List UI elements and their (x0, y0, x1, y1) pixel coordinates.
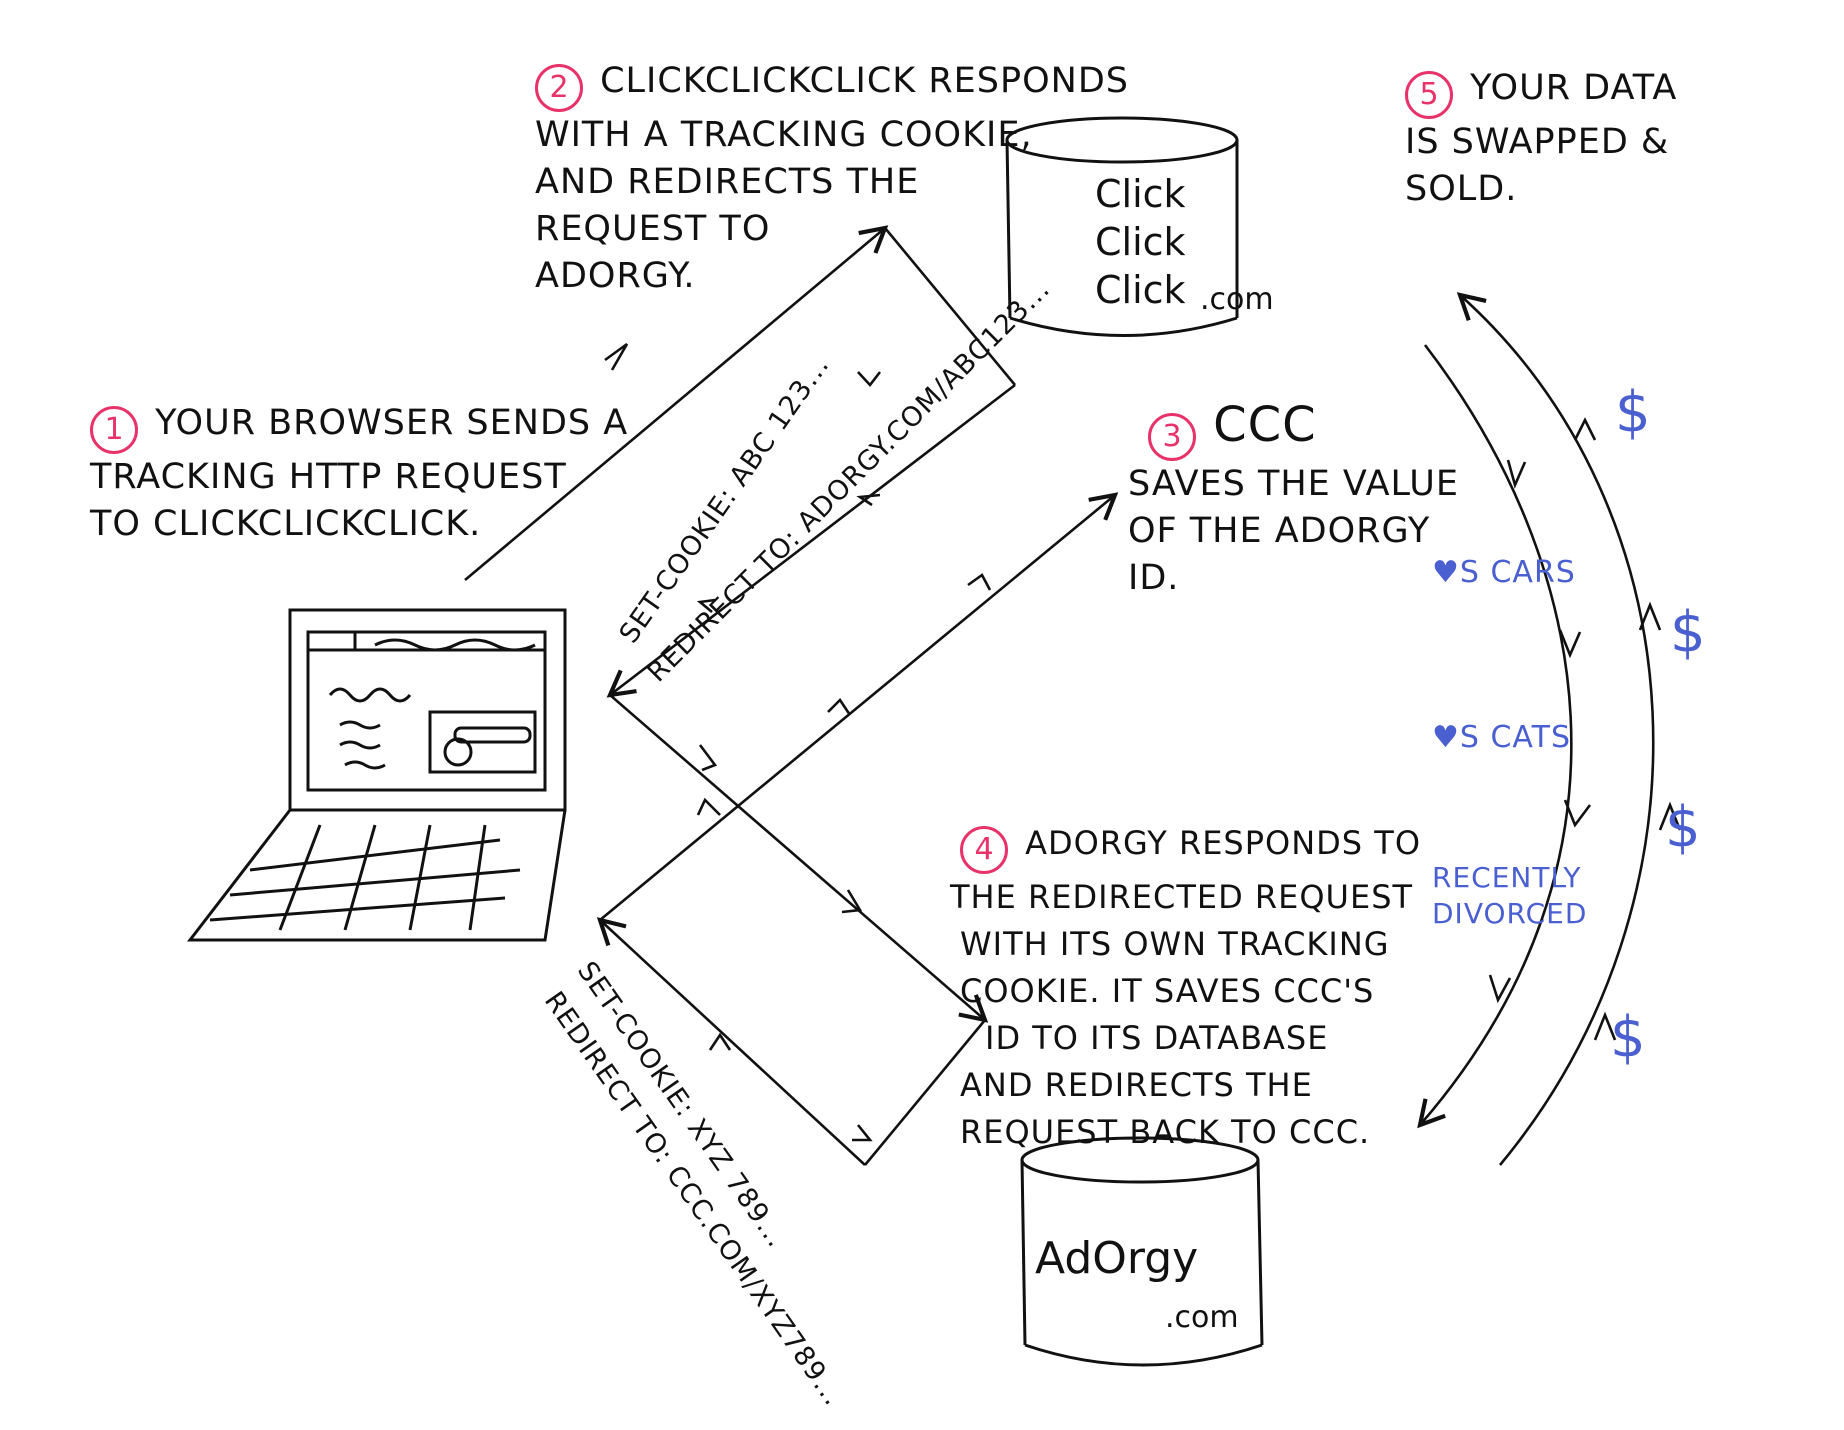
ccc-db-line-2: Click (1095, 220, 1186, 264)
flow-arrows (464, 225, 1119, 1166)
step-3-line-3: of the Adorgy (1128, 510, 1431, 551)
step-3-line-2: saves the value (1128, 463, 1460, 504)
step-5-line-1: Your data (1470, 68, 1678, 108)
step-4-line-6: and redirects the (960, 1065, 1313, 1104)
adorgy-database-icon (1020, 1136, 1264, 1367)
step-4: 4 Adorgy responds to the redirected requ… (950, 820, 1422, 1156)
step-5-line-3: sold. (1405, 168, 1518, 209)
step-3-line-4: ID. (1128, 557, 1180, 598)
step-2-line-3: and redirects the (535, 161, 920, 202)
arrow-adorgy-return (863, 1019, 987, 1166)
step-3: 3 CCC saves the value of the Adorgy ID. (1128, 401, 1459, 602)
ccc-db-line-1: Click (1095, 172, 1186, 216)
arrow-browser-to-ccc-again (599, 492, 1119, 922)
step-2: 2 Clickclickclick responds with a tracki… (535, 58, 1129, 300)
arrow-ccc-redirect-back (606, 383, 1016, 698)
step-4-number: 4 (960, 825, 1008, 874)
laptop-icon (186, 608, 567, 942)
data-tag-cars: ♥s cars (1432, 555, 1576, 590)
step-2-line-2: with a tracking cookie, (535, 114, 1033, 155)
step-2-number: 2 (535, 63, 583, 112)
clickclickclick-db-label: Click Click Click (1095, 170, 1186, 314)
arrow-ccc-to-browser (883, 227, 1017, 386)
step-4-line-7: request back to CCC. (960, 1112, 1371, 1151)
dollar-sign-2: $ (1670, 600, 1706, 665)
step-3-number: 3 (1148, 412, 1196, 461)
step-2-line-1: Clickclickclick responds (600, 61, 1129, 101)
dollar-sign-3: $ (1665, 795, 1701, 860)
step-3-title: CCC (1213, 397, 1317, 453)
step-1-line-3: to clickclickclick. (90, 503, 482, 544)
adorgy-db-domain: .com (1165, 1300, 1239, 1335)
arrow-adorgy-redirect-back (596, 917, 866, 1166)
ccc-db-line-3: Click (1095, 268, 1186, 312)
dollar-sign-1: $ (1615, 380, 1651, 445)
clickclickclick-database-icon (1005, 116, 1239, 337)
ccc-db-domain: .com (1200, 282, 1274, 317)
step-2-line-4: request to (535, 208, 771, 249)
adorgy-db-label: AdOrgy (1035, 1233, 1199, 1284)
arrow-browser-to-ccc (464, 225, 889, 581)
data-arc-to-ccc (1456, 292, 1655, 1166)
step-4-line-4: cookie. It saves CCC's (960, 971, 1375, 1010)
data-arc-to-adorgy (1417, 344, 1573, 1129)
step-5: 5 Your data is swapped & sold. (1405, 65, 1677, 213)
step-2-line-5: Adorgy. (535, 255, 696, 296)
step-4-line-3: with its own tracking (960, 924, 1390, 963)
step-5-number: 5 (1405, 70, 1453, 119)
step-4-line-2: the redirected request (950, 877, 1414, 916)
step-1-number: 1 (90, 405, 138, 454)
step-4-line-5: ID to its database (985, 1018, 1329, 1057)
data-exchange-arcs (1417, 292, 1682, 1166)
step-1: 1 Your browser sends a tracking HTTP req… (90, 400, 628, 548)
step-1-line-2: tracking HTTP request (90, 456, 567, 497)
arrow-browser-to-adorgy (609, 694, 989, 1023)
step-5-line-2: is swapped & (1405, 121, 1670, 162)
data-tag-cats: ♥s cats (1432, 720, 1571, 755)
step-4-line-1: Adorgy responds to (1025, 824, 1422, 862)
dollar-sign-4: $ (1610, 1005, 1646, 1070)
data-tag-divorced: Recently divorced (1432, 861, 1588, 930)
step-1-line-1: Your browser sends a (155, 403, 629, 443)
